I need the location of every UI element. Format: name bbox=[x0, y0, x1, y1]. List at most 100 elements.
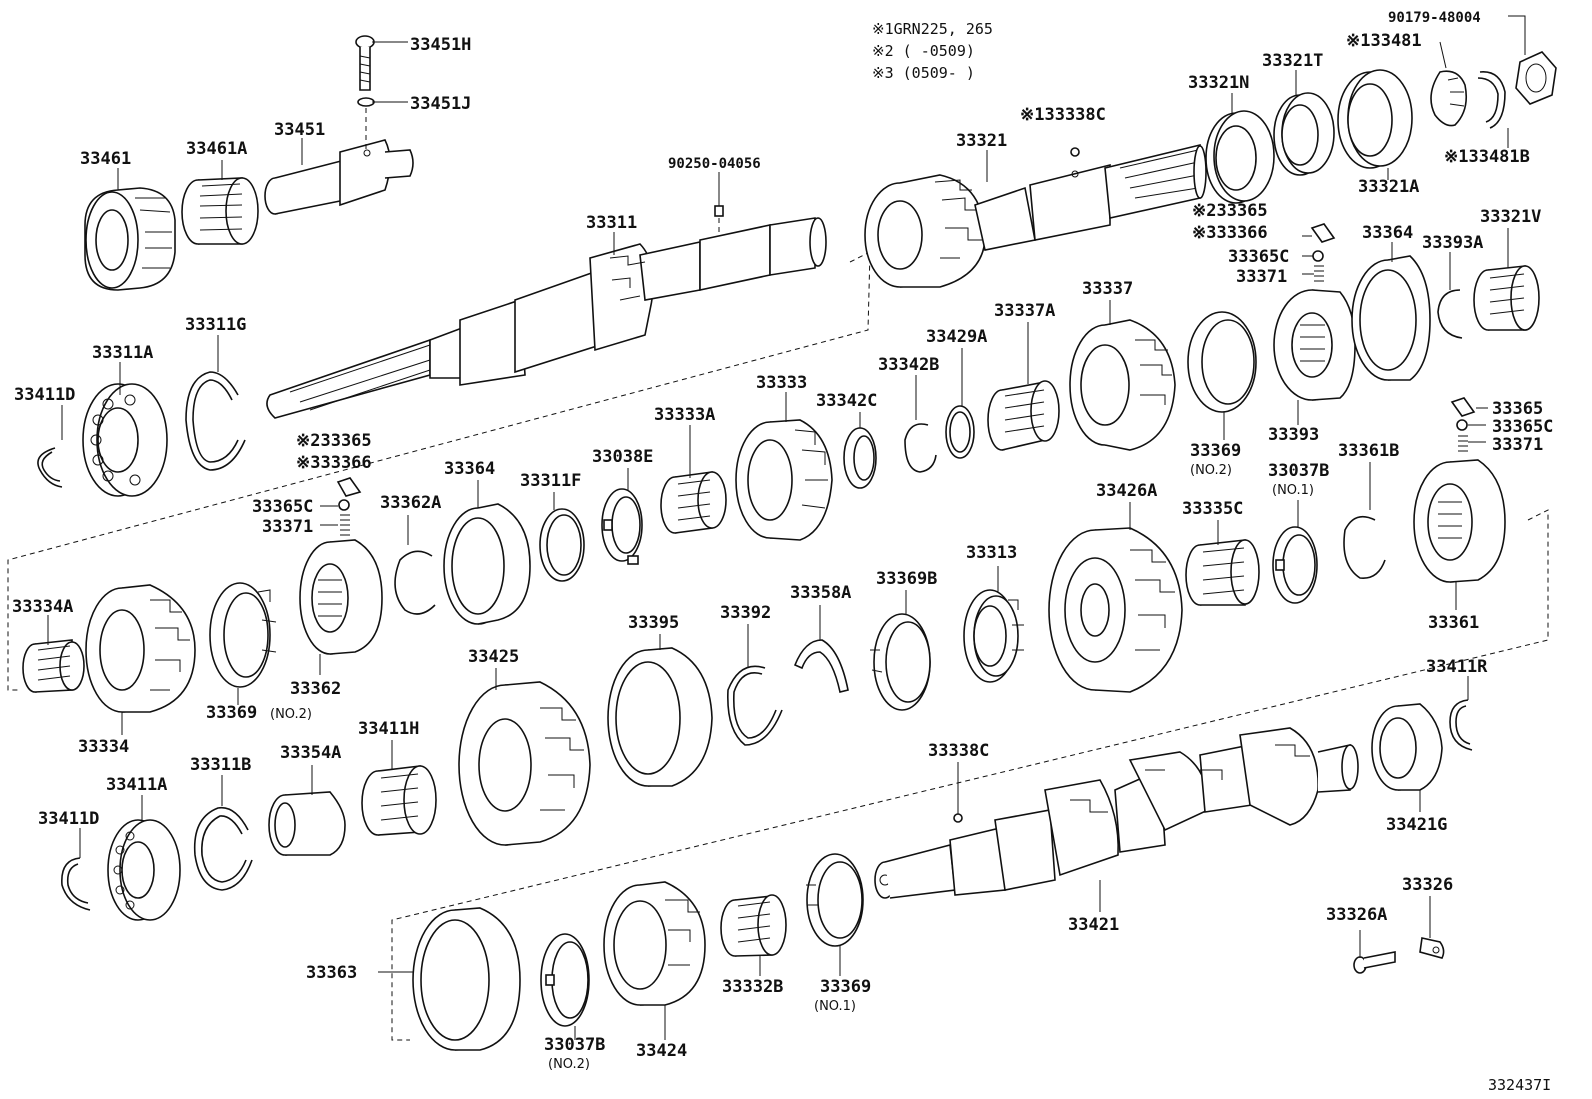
label-33411A[interactable]: 33411A bbox=[106, 775, 167, 795]
label-33311G[interactable]: 33311G bbox=[185, 315, 246, 335]
label-33358A[interactable]: 33358A bbox=[790, 583, 851, 603]
label-33321V[interactable]: 33321V bbox=[1480, 207, 1541, 227]
part-33361[interactable] bbox=[1413, 459, 1506, 583]
part-33369B[interactable] bbox=[870, 613, 931, 711]
label-33369B[interactable]: 33369B bbox=[876, 569, 937, 589]
label-33395[interactable]: 33395 bbox=[628, 613, 679, 633]
part-33421[interactable] bbox=[874, 727, 1359, 899]
label-33411D-2[interactable]: 33411D bbox=[38, 809, 99, 829]
part-33321N[interactable] bbox=[1205, 110, 1275, 204]
part-33362[interactable] bbox=[299, 539, 383, 655]
label-33364-2[interactable]: 33364 bbox=[1362, 223, 1413, 243]
part-333366-2[interactable] bbox=[1310, 223, 1336, 243]
label-33321[interactable]: 33321 bbox=[956, 131, 1007, 151]
label-33411D-1[interactable]: 33411D bbox=[14, 385, 75, 405]
part-33424[interactable] bbox=[603, 881, 706, 1006]
label-33411R[interactable]: 33411R bbox=[1426, 657, 1488, 677]
part-33364-1[interactable] bbox=[443, 503, 531, 625]
label-33421[interactable]: 33421 bbox=[1068, 915, 1119, 935]
label-33333A[interactable]: 33333A bbox=[654, 405, 715, 425]
part-33451J[interactable] bbox=[357, 97, 375, 107]
part-33361B[interactable] bbox=[1343, 515, 1386, 579]
label-233365-2[interactable]: ※233365 bbox=[1192, 201, 1268, 221]
part-33371-2[interactable] bbox=[1314, 265, 1324, 282]
label-133481B[interactable]: ※133481B bbox=[1444, 147, 1530, 167]
part-33411D-1[interactable] bbox=[37, 447, 63, 488]
label-33361[interactable]: 33361 bbox=[1428, 613, 1479, 633]
label-33421G[interactable]: 33421G bbox=[1386, 815, 1447, 835]
label-33426A[interactable]: 33426A bbox=[1096, 481, 1157, 501]
label-33321A[interactable]: 33321A bbox=[1358, 177, 1419, 197]
part-33332B[interactable] bbox=[720, 894, 787, 957]
label-33461A[interactable]: 33461A bbox=[186, 139, 247, 159]
label-33342C[interactable]: 33342C bbox=[816, 391, 877, 411]
part-33426A[interactable] bbox=[1048, 527, 1183, 693]
part-33411A[interactable] bbox=[107, 819, 181, 921]
part-33321A[interactable] bbox=[1337, 69, 1413, 169]
label-33365[interactable]: 33365 bbox=[1492, 399, 1543, 419]
part-133481B[interactable] bbox=[1477, 71, 1506, 129]
part-33362A[interactable] bbox=[394, 550, 436, 615]
part-33342C[interactable] bbox=[843, 427, 877, 489]
label-33362[interactable]: 33362 bbox=[290, 679, 341, 699]
label-33411H[interactable]: 33411H bbox=[358, 719, 419, 739]
label-33393A[interactable]: 33393A bbox=[1422, 233, 1483, 253]
label-233365-1[interactable]: ※233365 bbox=[296, 431, 372, 451]
part-33037B-2[interactable] bbox=[540, 933, 590, 1027]
part-33335C[interactable] bbox=[1185, 539, 1260, 606]
label-33365C-1[interactable]: 33365C bbox=[252, 497, 313, 517]
label-33038E[interactable]: 33038E bbox=[592, 447, 653, 467]
label-90179-48004[interactable]: 90179-48004 bbox=[1388, 10, 1481, 26]
part-33392[interactable] bbox=[727, 665, 783, 746]
label-33311A[interactable]: 33311A bbox=[92, 343, 153, 363]
label-33364-1[interactable]: 33364 bbox=[444, 459, 495, 479]
label-33365C-2[interactable]: 33365C bbox=[1228, 247, 1289, 267]
label-33311B[interactable]: 33311B bbox=[190, 755, 251, 775]
label-33451H[interactable]: 33451H bbox=[410, 35, 471, 55]
part-33363[interactable] bbox=[412, 907, 521, 1051]
label-33354A[interactable]: 33354A bbox=[280, 743, 341, 763]
part-33342B[interactable] bbox=[904, 423, 937, 473]
part-33371-1[interactable] bbox=[340, 514, 350, 536]
part-33365C-1[interactable] bbox=[338, 499, 350, 511]
label-333366-1[interactable]: ※333366 bbox=[296, 453, 372, 473]
part-33425[interactable] bbox=[458, 681, 591, 846]
label-33363[interactable]: 33363 bbox=[306, 963, 357, 983]
label-33326A[interactable]: 33326A bbox=[1326, 905, 1387, 925]
part-33354A[interactable] bbox=[268, 791, 346, 856]
part-33321[interactable] bbox=[864, 143, 1207, 288]
label-33429A[interactable]: 33429A bbox=[926, 327, 987, 347]
part-33364-2[interactable] bbox=[1351, 255, 1431, 381]
part-33334A[interactable] bbox=[22, 639, 85, 693]
part-33369-1[interactable] bbox=[806, 853, 864, 947]
part-33365C-2[interactable] bbox=[1312, 250, 1324, 262]
part-33334[interactable] bbox=[85, 584, 196, 713]
label-33311F[interactable]: 33311F bbox=[520, 471, 581, 491]
label-33337A[interactable]: 33337A bbox=[994, 301, 1055, 321]
label-33337[interactable]: 33337 bbox=[1082, 279, 1133, 299]
label-33311[interactable]: 33311 bbox=[586, 213, 637, 233]
label-33393[interactable]: 33393 bbox=[1268, 425, 1319, 445]
label-33369-2a[interactable]: 33369 bbox=[1190, 441, 1241, 461]
label-333366-2[interactable]: ※333366 bbox=[1192, 223, 1268, 243]
part-33337A[interactable] bbox=[987, 380, 1060, 451]
label-33332B[interactable]: 33332B bbox=[722, 977, 783, 997]
label-33451[interactable]: 33451 bbox=[274, 120, 325, 140]
label-33362A[interactable]: 33362A bbox=[380, 493, 441, 513]
part-33365[interactable] bbox=[1450, 397, 1476, 417]
part-33411H[interactable] bbox=[361, 765, 437, 836]
part-33311G[interactable] bbox=[185, 371, 246, 471]
part-33338C[interactable] bbox=[953, 813, 963, 823]
part-33371-3[interactable] bbox=[1458, 435, 1468, 452]
part-33337[interactable] bbox=[1069, 319, 1176, 451]
part-33451H[interactable] bbox=[355, 35, 375, 91]
label-33321N[interactable]: 33321N bbox=[1188, 73, 1249, 93]
label-33392[interactable]: 33392 bbox=[720, 603, 771, 623]
label-133481[interactable]: ※133481 bbox=[1346, 31, 1422, 51]
part-33313[interactable] bbox=[963, 589, 1024, 683]
part-33369-2a[interactable] bbox=[1187, 311, 1257, 413]
label-33371-3[interactable]: 33371 bbox=[1492, 435, 1543, 455]
part-33358A[interactable] bbox=[793, 639, 849, 693]
part-333366-1[interactable] bbox=[336, 477, 362, 497]
part-33393[interactable] bbox=[1273, 289, 1356, 401]
